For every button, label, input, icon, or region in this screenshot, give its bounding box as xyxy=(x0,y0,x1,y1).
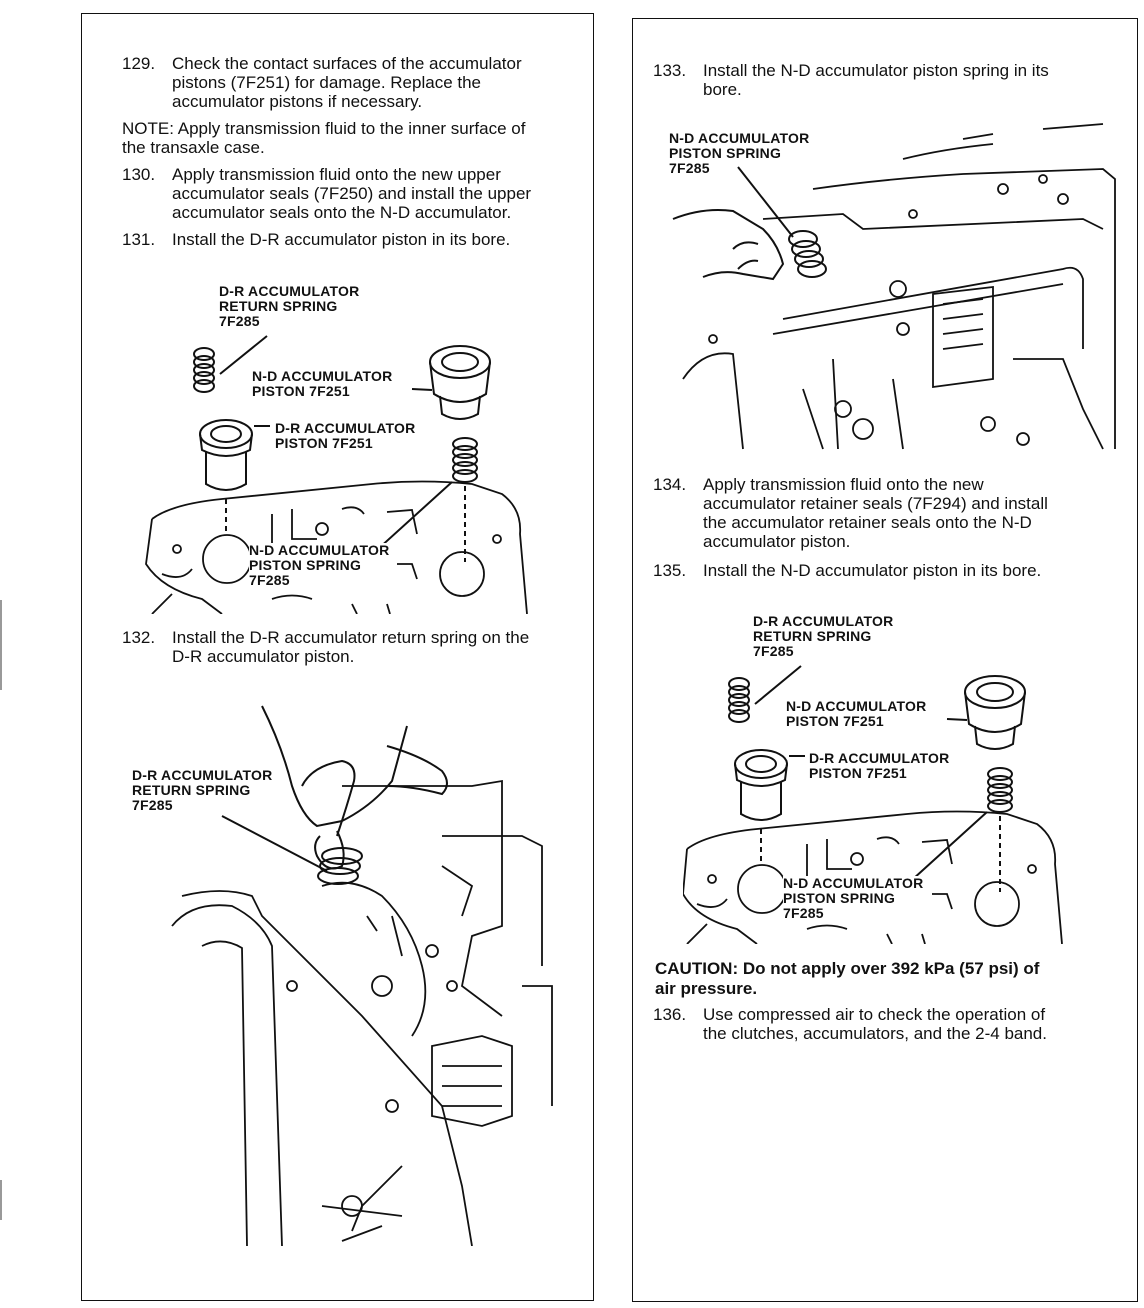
label-dr-return-spring: D-R ACCUMULATOR RETURN SPRING 7F285 xyxy=(219,283,360,329)
nd-piston-drawing xyxy=(964,675,1026,750)
label-dr-piston: D-R ACCUMULATOR PISTON 7F251 xyxy=(809,750,950,781)
step-text-line: Apply transmission fluid onto the new xyxy=(703,475,984,494)
nd-spring-drawing xyxy=(452,437,478,483)
scan-edge-mark xyxy=(0,1180,2,1220)
return-spring-drawing xyxy=(728,677,750,723)
transaxle-case-drawing xyxy=(171,779,553,1246)
label-nd-piston: N-D ACCUMULATOR PISTON 7F251 xyxy=(252,368,393,399)
step-number: 136. xyxy=(653,1005,687,1024)
step-135: 135. Install the N-D accumulator piston … xyxy=(653,561,1123,581)
caution-line: CAUTION: Do not apply over 392 kPa (57 p… xyxy=(655,959,1040,978)
note-line: the transaxle case. xyxy=(122,138,265,157)
label-dr-return-spring: D-R ACCUMULATOR RETURN SPRING 7F285 xyxy=(753,613,894,659)
dr-piston-drawing xyxy=(199,419,253,491)
step-text-line: pistons (7F251) for damage. Replace the xyxy=(172,73,482,92)
step-text-line: D-R accumulator piston. xyxy=(172,647,355,666)
step-133: 133. Install the N-D accumulator piston … xyxy=(653,61,1123,101)
note: NOTE: Apply transmission fluid to the in… xyxy=(122,119,587,157)
note-line: NOTE: Apply transmission fluid to the in… xyxy=(122,119,526,138)
step-text-line: Check the contact surfaces of the accumu… xyxy=(172,54,522,73)
step-130: 130. Apply transmission fluid onto the n… xyxy=(122,165,587,225)
step-number: 131. xyxy=(122,230,156,249)
nd-spring-installation-diagram xyxy=(672,123,1116,450)
label-nd-spring: N-D ACCUMULATOR PISTON SPRING 7F285 xyxy=(783,875,924,921)
caution-notice: CAUTION: Do not apply over 392 kPa (57 p… xyxy=(655,959,1125,999)
transaxle-valve-body-drawing xyxy=(682,123,1116,450)
step-text-line: bore. xyxy=(703,80,742,99)
step-text-line: Install the D-R accumulator return sprin… xyxy=(172,628,530,647)
transaxle-case-drawing xyxy=(683,810,1063,944)
accumulator-exploded-diagram xyxy=(145,335,528,614)
return-spring-drawing xyxy=(193,347,215,393)
step-131: 131. Install the D-R accumulator piston … xyxy=(122,230,587,250)
step-text-line: Install the N-D accumulator piston sprin… xyxy=(703,61,1049,80)
step-number: 129. xyxy=(122,54,156,73)
step-text-line: Use compressed air to check the operatio… xyxy=(703,1005,1046,1024)
hand-drawing xyxy=(261,705,448,870)
label-dr-piston: D-R ACCUMULATOR PISTON 7F251 xyxy=(275,420,416,451)
left-panel: 129. Check the contact surfaces of the a… xyxy=(81,13,594,1301)
scan-edge-mark xyxy=(0,600,2,690)
hand-installing-spring-diagram xyxy=(171,705,553,1246)
step-number: 130. xyxy=(122,165,156,184)
nd-spring-drawing xyxy=(987,767,1013,813)
step-text-line: Install the N-D accumulator piston in it… xyxy=(703,561,1042,580)
accumulator-exploded-diagram xyxy=(683,665,1063,944)
step-text-line: accumulator pistons if necessary. xyxy=(172,92,423,111)
step-number: 133. xyxy=(653,61,687,80)
step-134: 134. Apply transmission fluid onto the n… xyxy=(653,475,1123,555)
step-text-line: Install the D-R accumulator piston in it… xyxy=(172,230,511,249)
hand-drawing xyxy=(672,209,785,281)
step-text-line: accumulator piston. xyxy=(703,532,851,551)
step-text-line: accumulator seals (7F250) and install th… xyxy=(172,184,532,203)
step-132: 132. Install the D-R accumulator return … xyxy=(122,628,587,668)
spring-in-hand-drawing xyxy=(317,847,363,885)
step-129: 129. Check the contact surfaces of the a… xyxy=(122,54,582,114)
step-number: 134. xyxy=(653,475,687,494)
step-text-line: accumulator retainer seals (7F294) and i… xyxy=(703,494,1048,513)
step-number: 135. xyxy=(653,561,687,580)
dr-piston-drawing xyxy=(734,749,788,821)
label-nd-spring: N-D ACCUMULATOR PISTON SPRING 7F285 xyxy=(669,130,810,176)
label-nd-spring: N-D ACCUMULATOR PISTON SPRING 7F285 xyxy=(249,542,390,588)
step-text-line: the clutches, accumulators, and the 2-4 … xyxy=(703,1024,1047,1043)
step-text-line: the accumulator retainer seals onto the … xyxy=(703,513,1032,532)
step-136: 136. Use compressed air to check the ope… xyxy=(653,1005,1123,1045)
spring-drawing xyxy=(788,230,827,278)
label-nd-piston: N-D ACCUMULATOR PISTON 7F251 xyxy=(786,698,927,729)
nd-piston-drawing xyxy=(429,345,491,420)
right-panel: 133. Install the N-D accumulator piston … xyxy=(632,18,1138,1302)
step-number: 132. xyxy=(122,628,156,647)
label-dr-return-spring: D-R ACCUMULATOR RETURN SPRING 7F285 xyxy=(132,767,273,813)
step-text-line: accumulator seals onto the N-D accumulat… xyxy=(172,203,512,222)
caution-line: air pressure. xyxy=(655,979,758,998)
step-text-line: Apply transmission fluid onto the new up… xyxy=(172,165,501,184)
